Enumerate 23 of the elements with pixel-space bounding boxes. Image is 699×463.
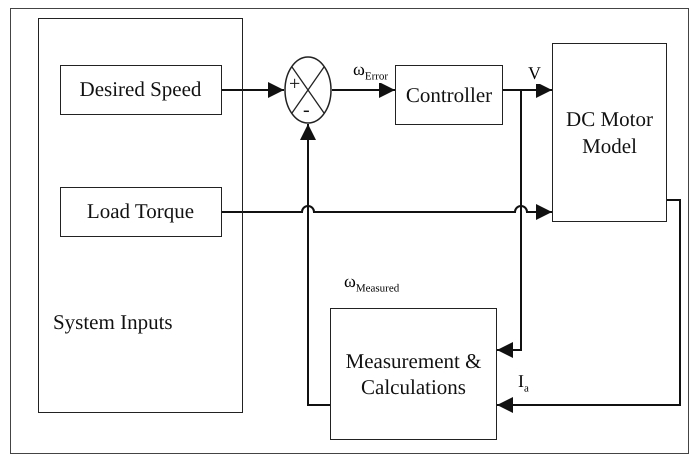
arrow [497,199,681,413]
process-box [395,65,503,125]
box-label: Measurement & Calculations [344,348,482,400]
sign-label: - [303,100,310,120]
edge-label: V [527,64,542,84]
process-box [552,43,667,222]
process-box [60,64,222,114]
summing-junction [284,56,332,124]
arrow [497,89,522,358]
box-label: DC Motor Model [565,106,654,159]
box-label: Load Torque [86,198,194,225]
group-label: System Inputs [53,309,173,336]
box-label: Controller [406,82,492,108]
arrow [222,82,284,98]
box-label: Desired Speed [80,76,202,103]
edge-label: I$_{a}$ [517,372,530,395]
arrow [332,82,395,98]
input-group-box [38,18,243,413]
process-box [330,308,497,440]
sign-label: + [289,74,300,94]
arrow [222,204,552,220]
arrow [300,124,330,406]
process-box [60,186,222,236]
